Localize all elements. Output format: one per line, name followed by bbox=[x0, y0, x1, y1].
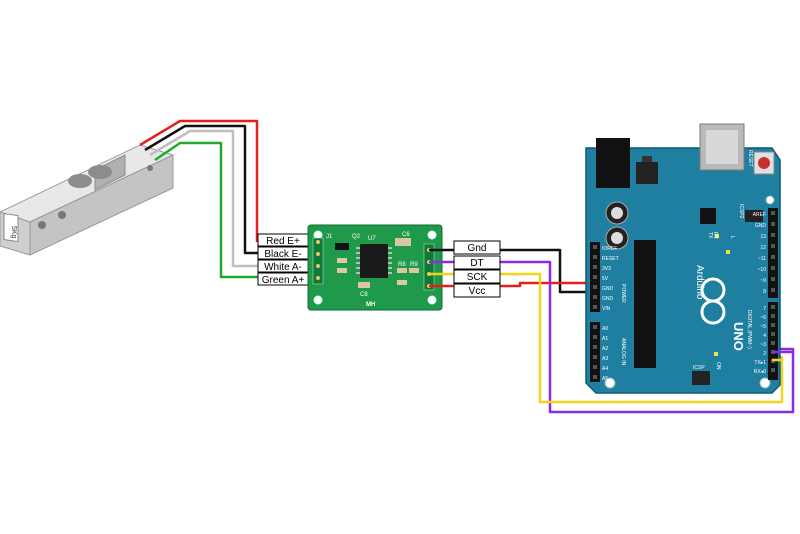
right-wire-labels: Gnd DT SCK Vcc bbox=[453, 240, 501, 298]
digital-pin-9: ~9 bbox=[760, 278, 766, 284]
analog-pin-a3: A3 bbox=[602, 356, 608, 362]
digital-pin-13: 13 bbox=[760, 234, 766, 240]
icsp-label: ICSP bbox=[693, 365, 705, 371]
analog-pin-a2: A2 bbox=[602, 346, 608, 352]
hx711-board: J1 Q2 U7 C6 C8 R8 R9 MH bbox=[307, 224, 443, 311]
digital-pin-1: TX▸1 bbox=[754, 360, 766, 366]
atmega-chip bbox=[634, 240, 656, 368]
power-pin-5v: 5V bbox=[602, 276, 609, 282]
power-jack bbox=[596, 138, 630, 188]
l-label: L bbox=[729, 236, 735, 239]
reset-label: RESET bbox=[747, 150, 753, 167]
icsp2-header bbox=[745, 210, 763, 222]
digital-pin-2: 2 bbox=[763, 351, 766, 357]
on-label: ON bbox=[715, 362, 721, 370]
wire-dt bbox=[429, 260, 795, 414]
arduino-model: UNO bbox=[731, 322, 746, 351]
power-header: IOREF RESET 3V3 5V GND GND VIN POWER bbox=[590, 242, 626, 312]
tx-label: TX bbox=[707, 232, 713, 239]
power-pin-gnd-2: GND bbox=[602, 296, 614, 302]
analog-pin-a0: A0 bbox=[602, 326, 608, 332]
wire-sck bbox=[429, 272, 784, 404]
digital-pin-0: RX◂0 bbox=[754, 369, 766, 375]
hx711-chip bbox=[360, 244, 388, 278]
power-pin-gnd-1: GND bbox=[602, 286, 614, 292]
label-red-e-plus: Red E+ bbox=[266, 236, 300, 247]
rx-label: RX bbox=[712, 232, 718, 240]
label-green-a-plus: Green A+ bbox=[262, 275, 305, 286]
analog-pin-a5: A5 bbox=[602, 376, 608, 382]
label-white-a-minus: White A- bbox=[264, 262, 302, 273]
digital-pin-6: ~6 bbox=[760, 315, 766, 321]
hx711-marking: MH bbox=[366, 302, 375, 308]
digital-pin-5: ~5 bbox=[760, 324, 766, 330]
label-u7: U7 bbox=[368, 236, 376, 242]
arduino-uno-board: RESET ICSP2 Arduino UNO TX RX L ICSP ON bbox=[585, 123, 781, 394]
wire-green-a-plus bbox=[154, 141, 310, 279]
digital-header-label: DIGITAL (PWM~) bbox=[746, 310, 752, 349]
digital-pin-gnd: GND bbox=[755, 223, 767, 229]
power-pin-ioref: IOREF bbox=[602, 246, 617, 252]
label-c6: C6 bbox=[402, 232, 410, 238]
digital-pin-10: ~10 bbox=[758, 267, 767, 273]
digital-pin-8: 8 bbox=[763, 289, 766, 295]
digital-pin-11: ~11 bbox=[758, 256, 766, 262]
label-vcc: Vcc bbox=[469, 286, 486, 297]
digital-pin-7: 7 bbox=[763, 306, 766, 312]
digital-pin-3: ~3 bbox=[760, 342, 766, 348]
label-r9: R9 bbox=[410, 262, 418, 268]
power-pin-reset: RESET bbox=[602, 256, 619, 262]
digital-pin-4: 4 bbox=[763, 333, 766, 339]
label-dt: DT bbox=[470, 258, 483, 269]
label-r8: R8 bbox=[398, 262, 406, 268]
label-black-e-minus: Black E- bbox=[264, 249, 301, 260]
power-pin-vin: VIN bbox=[602, 306, 611, 312]
analog-header: A0 A1 A2 A3 A4 A5 ANALOG IN bbox=[590, 322, 626, 382]
digital-header-top: AREF GND 13 12 ~11 ~10 ~9 8 bbox=[753, 208, 778, 298]
load-cell-capacity-label: 5Kg bbox=[10, 226, 17, 239]
digital-pin-aref: AREF bbox=[753, 212, 766, 218]
label-gnd: Gnd bbox=[468, 243, 487, 254]
left-wire-labels: Red E+ Black E- White A- Green A+ bbox=[257, 233, 309, 286]
icsp-header bbox=[692, 371, 710, 385]
digital-header-bottom: 7 ~6 ~5 4 ~3 2 TX▸1 RX◂0 DIGITAL (PWM~) bbox=[746, 302, 778, 380]
label-sck: SCK bbox=[467, 272, 488, 283]
arduino-logo bbox=[700, 277, 726, 325]
label-j1: J1 bbox=[326, 234, 333, 240]
digital-pin-12: 12 bbox=[760, 245, 766, 251]
arduino-brand: Arduino bbox=[694, 265, 705, 300]
load-cell: 5Kg bbox=[0, 144, 175, 256]
analog-header-label: ANALOG IN bbox=[620, 338, 626, 366]
icsp2-label: ICSP2 bbox=[738, 204, 744, 219]
label-q2: Q2 bbox=[352, 234, 361, 240]
power-header-label: POWER bbox=[620, 284, 626, 303]
power-pin-3v3: 3V3 bbox=[602, 266, 611, 272]
label-c8: C8 bbox=[360, 292, 368, 298]
analog-pin-a1: A1 bbox=[602, 336, 608, 342]
hx711-left-header bbox=[312, 237, 324, 285]
analog-pin-a4: A4 bbox=[602, 366, 608, 372]
digital-pin-wire-ends bbox=[772, 350, 793, 362]
